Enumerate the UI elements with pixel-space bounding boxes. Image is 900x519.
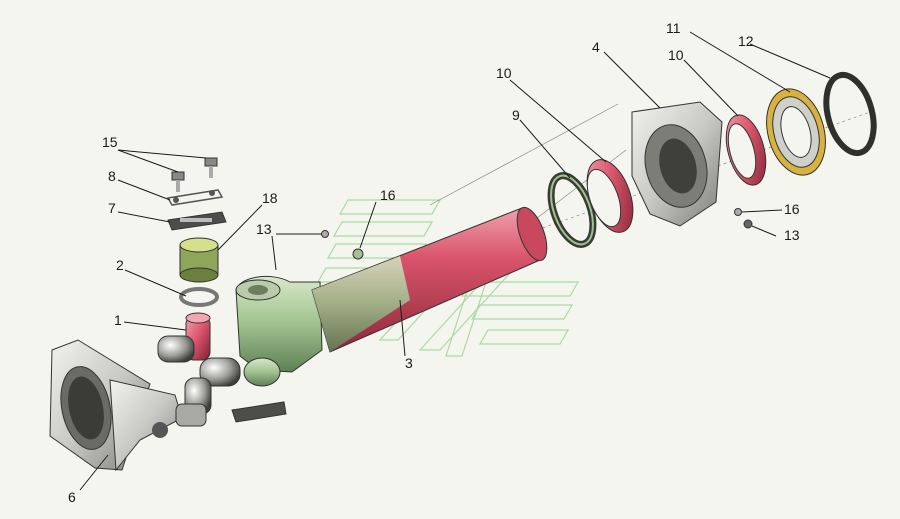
callout-label-10a: 10 xyxy=(496,65,512,81)
callout-label-2: 2 xyxy=(116,257,124,273)
slip-yoke xyxy=(235,276,323,387)
seal-ring-9 xyxy=(547,172,597,248)
lower-lock-plate xyxy=(231,401,287,423)
callout-label-11: 11 xyxy=(666,20,681,36)
bolt-15a xyxy=(171,171,185,192)
callout-label-12: 12 xyxy=(738,33,754,49)
callout-label-9: 9 xyxy=(512,107,520,123)
grease-nipple-13b xyxy=(743,219,753,229)
grease-nipple-16a xyxy=(352,248,364,260)
bearing-ring-10-right xyxy=(725,114,767,186)
bearing-ring-10-left xyxy=(586,159,634,233)
callout-label-16a: 16 xyxy=(380,187,396,203)
callout-label-16b: 16 xyxy=(784,201,800,217)
shaft-tube xyxy=(311,206,548,353)
grease-nipple-13a xyxy=(321,230,329,238)
lock-washer-8 xyxy=(166,189,224,206)
grease-nipple-16b xyxy=(734,208,742,216)
callout-label-3: 3 xyxy=(405,355,413,371)
callout-label-18: 18 xyxy=(262,190,278,206)
flange-yoke xyxy=(49,339,183,472)
callout-label-13b: 13 xyxy=(784,227,800,243)
callout-label-4: 4 xyxy=(592,39,600,55)
bearing-cup-18 xyxy=(179,237,219,283)
callout-label-8: 8 xyxy=(108,168,116,184)
callout-labels: 1 2 3 4 6 7 8 9 10 10 11 12 13 13 15 16 … xyxy=(68,20,800,505)
retaining-ring-12 xyxy=(823,71,877,157)
callout-label-1: 1 xyxy=(114,312,122,328)
universal-joint-cross xyxy=(157,312,241,427)
callout-label-6: 6 xyxy=(68,489,76,505)
bearing-ring-2 xyxy=(179,287,219,307)
callout-label-7: 7 xyxy=(108,200,116,216)
bearing-housing xyxy=(631,101,723,227)
callout-label-10b: 10 xyxy=(668,47,684,63)
lock-plate-7 xyxy=(167,211,227,231)
washer-11 xyxy=(766,88,826,176)
bolt-15b xyxy=(204,157,218,178)
callout-label-13a: 13 xyxy=(256,221,272,237)
callout-label-15: 15 xyxy=(102,134,118,150)
leader-lines xyxy=(79,31,831,491)
